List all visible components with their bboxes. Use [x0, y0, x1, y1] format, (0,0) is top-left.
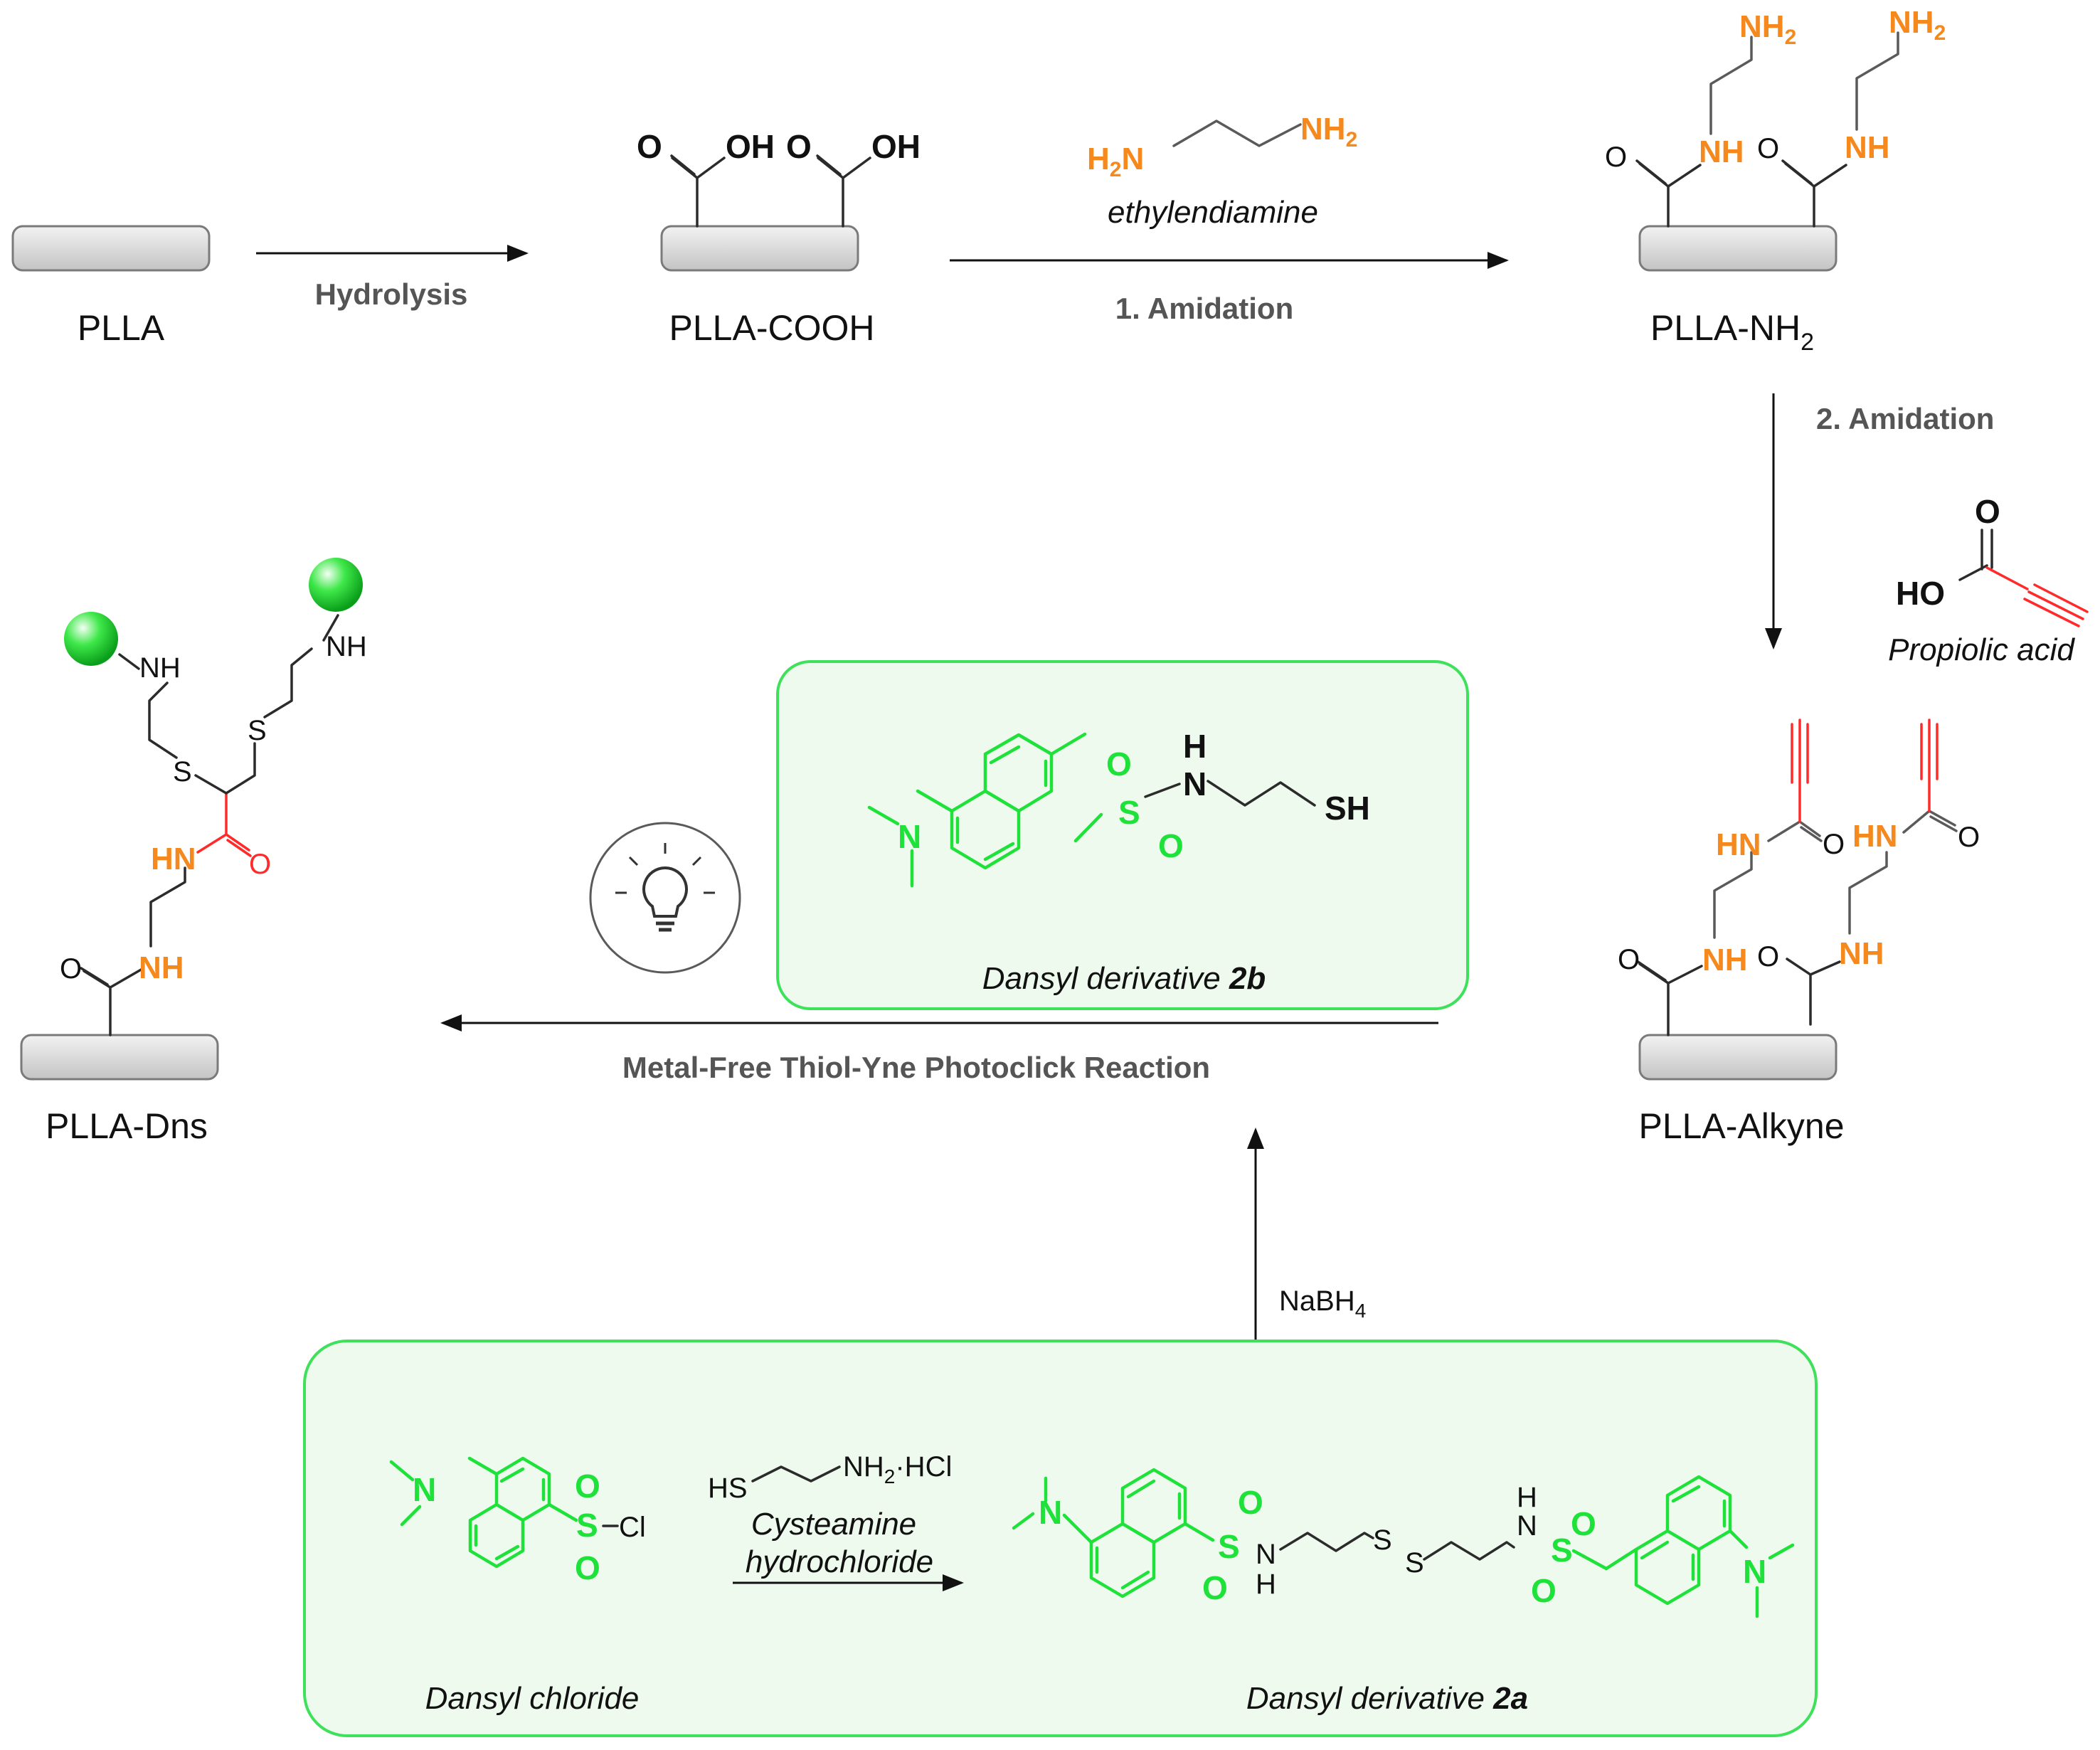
dansyl-chloride-structure: N S O O Cl	[389, 1456, 646, 1586]
svg-text:O: O	[1158, 827, 1184, 864]
svg-text:O: O	[60, 953, 82, 985]
nabh4-label: NaBH4	[1279, 1285, 1366, 1322]
hydrolysis-label: Hydrolysis	[315, 277, 468, 311]
svg-text:O: O	[786, 128, 812, 165]
svg-text:NH: NH	[1839, 936, 1884, 971]
dansyl-2a-box	[303, 1340, 1818, 1737]
svg-text:NH2: NH2	[1739, 9, 1796, 49]
plla-cooh-structure: O OH O OH	[637, 128, 921, 272]
fluorophore-sphere-icon	[64, 612, 118, 666]
svg-text:H: H	[1256, 1569, 1276, 1600]
plla-surface	[11, 225, 211, 272]
svg-text:HN: HN	[1716, 827, 1761, 862]
svg-text:O: O	[1605, 142, 1627, 173]
svg-text:OH: OH	[726, 128, 775, 165]
svg-text:O: O	[1975, 493, 2000, 530]
svg-text:S: S	[173, 756, 192, 788]
dansyl-2b-structure: N S O O H N SH	[867, 728, 1370, 888]
plla-alkyne-structure: O NH O NH HN HN O O	[1618, 718, 1980, 1081]
svg-text:NH: NH	[1699, 134, 1744, 169]
photoclick-label: Metal-Free Thiol-Yne Photoclick Reaction	[622, 1051, 1210, 1084]
svg-text:N: N	[413, 1471, 436, 1508]
cysteamine-structure: HS NH2·HCl	[708, 1451, 952, 1504]
svg-text:O: O	[575, 1468, 600, 1505]
svg-text:HN: HN	[151, 842, 196, 876]
ethylenediamine-structure: H2N NH2	[1087, 112, 1357, 181]
svg-text:NH2: NH2	[1300, 112, 1357, 152]
svg-text:O: O	[1757, 941, 1779, 972]
plla-nh2-label: PLLA-NH2	[1650, 308, 1814, 356]
plla-label: PLLA	[78, 308, 165, 348]
svg-text:OH: OH	[871, 128, 921, 165]
propiolic-acid-label: Propiolic acid	[1888, 632, 2075, 667]
amidation1-label: 1. Amidation	[1115, 292, 1293, 325]
svg-text:S: S	[576, 1507, 598, 1544]
amidation2-label: 2. Amidation	[1816, 402, 1994, 435]
svg-text:Cl: Cl	[619, 1512, 646, 1543]
dansyl-2b-box	[776, 660, 1469, 1010]
svg-text:NH: NH	[1702, 943, 1748, 977]
svg-text:NH: NH	[1845, 130, 1890, 165]
svg-text:O: O	[1202, 1569, 1228, 1606]
svg-text:O: O	[1238, 1484, 1263, 1521]
svg-text:N: N	[898, 818, 921, 855]
svg-text:O: O	[1823, 829, 1845, 860]
svg-text:N: N	[1517, 1510, 1537, 1542]
cysteamine-label-line1: Cysteamine	[751, 1507, 916, 1542]
cysteamine-label-line2: hydrochloride	[746, 1544, 933, 1579]
svg-text:HO: HO	[1896, 575, 1945, 612]
plla-cooh-label: PLLA-COOH	[669, 308, 875, 348]
svg-text:O: O	[1531, 1572, 1557, 1609]
svg-text:N: N	[1256, 1539, 1276, 1570]
fluorophore-sphere-icon	[309, 558, 363, 612]
svg-text:N: N	[1039, 1494, 1062, 1531]
dansyl-chloride-label: Dansyl chloride	[425, 1681, 640, 1716]
ethylenediamine-label: ethylendiamine	[1108, 195, 1318, 230]
svg-text:O: O	[637, 128, 662, 165]
svg-text:HS: HS	[708, 1473, 748, 1504]
svg-text:S: S	[1405, 1547, 1424, 1579]
svg-text:O: O	[1757, 133, 1779, 164]
plla-nh2-structure: O NH O NH NH2 NH2	[1605, 5, 1946, 272]
svg-text:H2N: H2N	[1087, 142, 1144, 181]
svg-text:O: O	[1106, 746, 1132, 783]
svg-text:S: S	[1373, 1524, 1392, 1556]
plla-dns-structure: O NH HN O S S NH NH	[20, 558, 367, 1081]
svg-text:O: O	[249, 849, 271, 880]
svg-text:NH: NH	[139, 950, 184, 985]
svg-text:NH: NH	[326, 631, 367, 662]
svg-text:H: H	[1517, 1482, 1537, 1513]
plla-dns-label: PLLA-Dns	[46, 1106, 208, 1146]
dansyl-2a-structure: N S O O N H S S N H S O O N	[1012, 1468, 1795, 1618]
svg-text:O: O	[1958, 822, 1980, 853]
svg-text:NH2: NH2	[1889, 5, 1946, 45]
svg-text:O: O	[575, 1549, 600, 1586]
svg-text:NH: NH	[139, 652, 181, 684]
lightbulb-icon	[589, 822, 741, 974]
svg-text:N: N	[1743, 1553, 1766, 1590]
svg-text:N: N	[1183, 765, 1207, 802]
propiolic-acid-structure: O HO	[1896, 493, 2089, 627]
svg-text:HN: HN	[1852, 819, 1898, 854]
svg-text:NH2·HCl: NH2·HCl	[843, 1451, 952, 1488]
dansyl-2a-label: Dansyl derivative 2a	[1246, 1681, 1528, 1716]
svg-text:SH: SH	[1325, 790, 1370, 827]
svg-text:O: O	[1571, 1505, 1596, 1542]
svg-text:S: S	[248, 715, 267, 746]
dansyl-2b-label: Dansyl derivative 2b	[982, 961, 1266, 996]
svg-text:H: H	[1183, 728, 1207, 765]
plla-alkyne-label: PLLA-Alkyne	[1638, 1106, 1844, 1146]
svg-text:O: O	[1618, 944, 1640, 975]
svg-text:S: S	[1218, 1528, 1240, 1565]
svg-text:S: S	[1118, 794, 1140, 831]
svg-text:S: S	[1551, 1532, 1573, 1569]
